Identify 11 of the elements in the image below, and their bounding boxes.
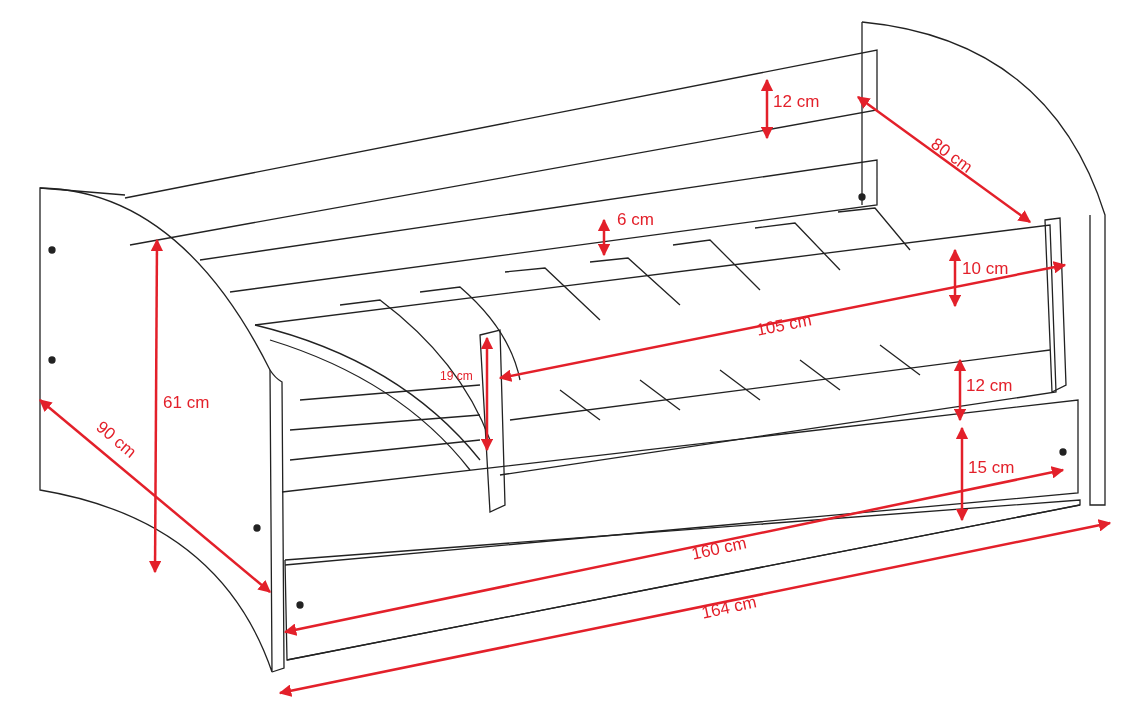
dimension-label: 19 cm — [440, 370, 473, 382]
dimension-label: 12 cm — [773, 93, 820, 110]
dimension-label: 6 cm — [617, 211, 654, 228]
dimension-label: 80 cm — [928, 135, 976, 176]
dimension-label: 90 cm — [93, 418, 140, 461]
dimension-label: 164 cm — [700, 593, 759, 622]
dimension-label: 160 cm — [690, 534, 749, 563]
dimension-label: 15 cm — [968, 459, 1015, 476]
dimension-label: 12 cm — [966, 377, 1013, 394]
dimension-label: 10 cm — [962, 260, 1009, 277]
dimension-label: 61 cm — [163, 394, 210, 411]
